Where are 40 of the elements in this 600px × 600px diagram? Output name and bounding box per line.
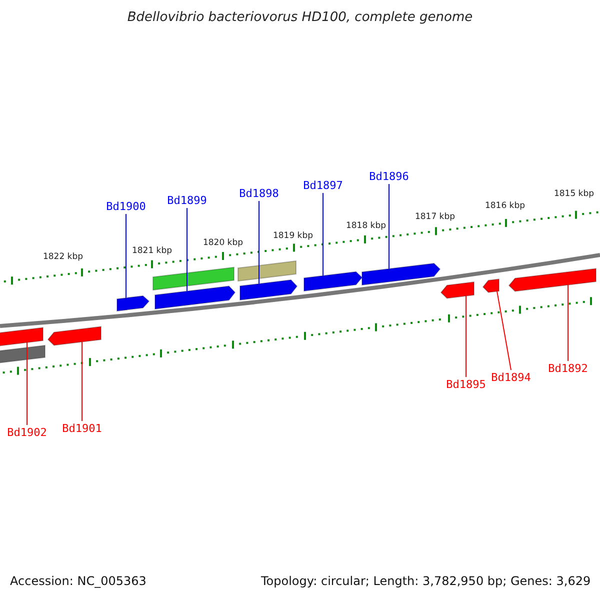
gene-bar <box>0 344 46 364</box>
gene-segment <box>116 295 150 312</box>
leader-line <box>186 208 188 292</box>
gene-label: Bd1900 <box>106 200 146 213</box>
leader-line <box>388 184 390 270</box>
gene-label: Bd1899 <box>167 194 207 207</box>
scale-label: 1815 kbp <box>554 189 594 199</box>
scale-label: 1816 kbp <box>484 201 526 211</box>
gene-bar <box>0 327 44 347</box>
accession-text: Accession: NC_005363 <box>10 574 146 588</box>
gene-segment <box>240 279 298 301</box>
scale-label: 1817 kbp <box>414 212 456 222</box>
leader-line <box>496 290 512 370</box>
scale-label: 1820 kbp <box>202 238 244 248</box>
gene-label: Bd1898 <box>239 187 279 200</box>
scale-label: 1822 kbp <box>42 252 84 262</box>
gene-segment <box>154 286 236 310</box>
leader-line <box>26 342 28 426</box>
genome-summary-text: Topology: circular; Length: 3,782,950 bp; Genes: 3,629 <box>261 574 591 588</box>
gene-label: Bd1892 <box>548 362 588 375</box>
gene-segment <box>508 268 596 292</box>
gene-bar <box>152 266 234 291</box>
scale-label: 1818 kbp <box>346 221 386 231</box>
gene-label: Bd1897 <box>303 179 343 192</box>
gene-bar <box>238 260 296 282</box>
title: Bdellovibrio bacteriovorus HD100, complete genome <box>126 10 474 25</box>
scale-label: 1821 kbp <box>132 246 172 256</box>
leader-line <box>322 192 324 276</box>
gene-label: Bd1902 <box>7 426 47 439</box>
gene-label: Bd1901 <box>62 422 102 435</box>
gene-label: Bd1896 <box>369 170 409 183</box>
gene-segment <box>440 281 474 299</box>
gene-segment <box>362 262 441 286</box>
gene-label: Bd1894 <box>491 371 531 384</box>
gene-label: Bd1895 <box>446 378 486 391</box>
scale-label: 1819 kbp <box>272 231 314 241</box>
leader-line <box>258 200 260 284</box>
gene-segment <box>304 271 363 292</box>
gene-segment <box>47 326 102 346</box>
gene-segment <box>482 278 500 293</box>
